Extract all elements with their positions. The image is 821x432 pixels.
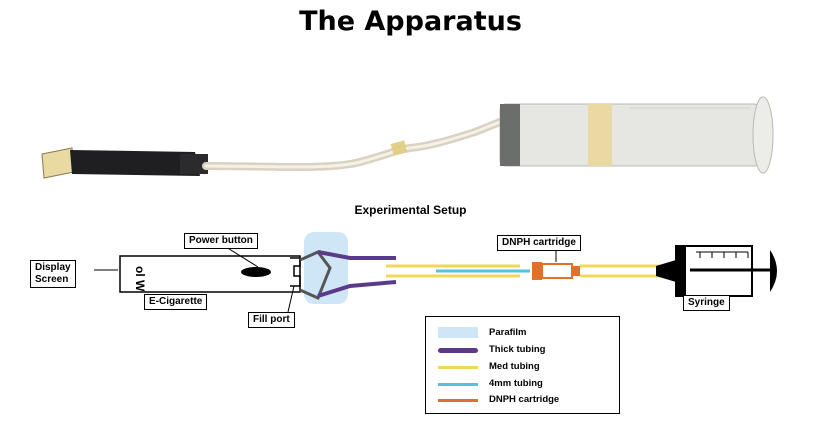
dnph-cartridge bbox=[532, 262, 580, 280]
photo-tubing bbox=[202, 118, 504, 171]
fill-port-label: Fill port bbox=[248, 312, 295, 328]
thick-tubing bbox=[317, 250, 397, 298]
display-screen-label: Display Screen bbox=[30, 260, 76, 288]
parafilm-swatch bbox=[438, 327, 478, 338]
legend-item-med-tubing: Med tubing bbox=[426, 359, 619, 375]
screen-text: ol W bbox=[133, 266, 147, 292]
legend-item-parafilm: Parafilm bbox=[426, 325, 619, 341]
syringe-label: Syringe bbox=[683, 295, 730, 311]
syringe-drawing bbox=[656, 245, 777, 297]
photo-e-cigarette bbox=[41, 147, 208, 179]
experimental-setup-diagram: ol W bbox=[94, 232, 777, 313]
dnph-cartridge-label: DNPH cartridge bbox=[497, 235, 581, 251]
setup-title: Experimental Setup bbox=[354, 203, 467, 217]
dnph-cartridge-swatch bbox=[438, 399, 478, 402]
legend-item-dnph-cartridge: DNPH cartridge bbox=[426, 392, 619, 408]
power-button bbox=[241, 267, 271, 277]
legend: Parafilm Thick tubing Med tubing 4mm tub… bbox=[425, 316, 620, 414]
e-cigarette-body bbox=[119, 255, 301, 293]
e-cigarette-label: E-Cigarette bbox=[144, 294, 208, 310]
legend-label: Med tubing bbox=[489, 361, 540, 372]
page-title: The Apparatus bbox=[299, 6, 522, 37]
power-button-label: Power button bbox=[184, 233, 258, 249]
legend-item-4mm-tubing: 4mm tubing bbox=[426, 376, 619, 392]
4mm-tubing-swatch bbox=[438, 383, 478, 386]
legend-label: Parafilm bbox=[489, 327, 527, 338]
legend-item-thick-tubing: Thick tubing bbox=[426, 342, 619, 358]
parafilm bbox=[304, 232, 348, 304]
legend-label: DNPH cartridge bbox=[489, 394, 560, 405]
legend-label: Thick tubing bbox=[489, 344, 546, 355]
med-tubing-swatch bbox=[438, 366, 478, 369]
legend-label: 4mm tubing bbox=[489, 378, 543, 389]
thick-tubing-swatch bbox=[438, 348, 478, 353]
apparatus-photo bbox=[41, 96, 774, 179]
photo-syringe bbox=[499, 96, 774, 174]
